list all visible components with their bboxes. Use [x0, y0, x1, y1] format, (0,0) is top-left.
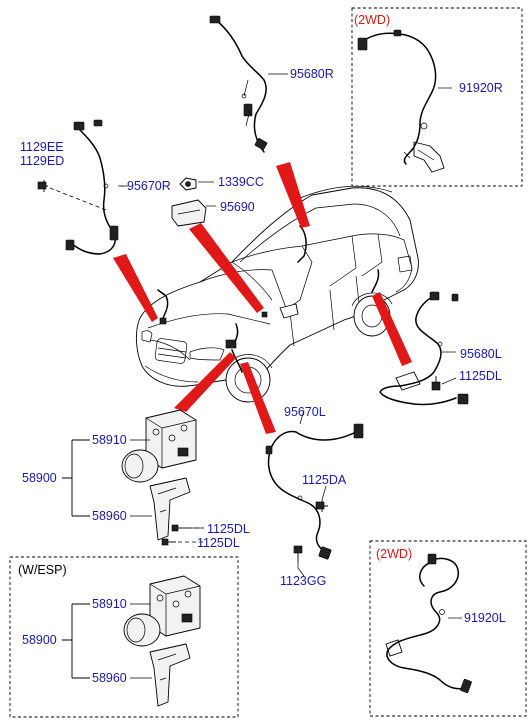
label-1339CC: 1339CC	[218, 175, 264, 189]
label-58910-upper: 58910	[92, 433, 127, 447]
variant-box-2wd-top	[351, 7, 523, 187]
label-1129EE: 1129EE	[20, 140, 64, 154]
part-labels: 95680R (2WD) 91920R 1129EE 1129ED 95670R…	[18, 13, 506, 685]
label-1129ED: 1129ED	[20, 154, 64, 168]
label-91920L: 91920L	[464, 611, 506, 625]
label-1125DL-right: 1125DL	[459, 369, 502, 383]
label-leaders	[120, 185, 327, 577]
label-95670L: 95670L	[284, 405, 326, 419]
abs-unit-58900-upper	[121, 409, 204, 546]
label-1123GG: 1123GG	[280, 574, 326, 588]
label-1125DL-b: 1125DL	[197, 536, 240, 550]
variant-box-w-esp	[9, 556, 239, 718]
rear-right-sensor-95680R	[209, 15, 288, 153]
pointer-front-right-sensor	[113, 254, 158, 322]
harness-91920R	[357, 29, 452, 173]
variant-box-2wd-bottom	[369, 540, 527, 717]
label-w-esp: (W/ESP)	[18, 563, 67, 577]
label-95670R: 95670R	[127, 179, 171, 193]
pointer-rear-right-sensor	[276, 162, 310, 228]
label-2wd-bottom: (2WD)	[376, 547, 412, 561]
label-58900-upper: 58900	[22, 471, 57, 485]
pointer-rear-left-sensor	[372, 292, 412, 366]
label-58960-upper: 58960	[92, 509, 127, 523]
label-91920R: 91920R	[459, 81, 503, 95]
label-95680L: 95680L	[460, 347, 502, 361]
label-1125DL-a: 1125DL	[207, 522, 250, 536]
bracket-95690	[171, 177, 216, 227]
label-1125DA: 1125DA	[302, 473, 347, 487]
leader-lines-58900-upper	[62, 439, 152, 517]
label-2wd-top: (2WD)	[354, 13, 390, 27]
harness-91920L	[385, 553, 472, 694]
leader-lines-58900-lower	[62, 603, 152, 679]
vehicle-wiring	[157, 225, 380, 373]
pointer-abs-unit	[174, 352, 236, 412]
front-right-sensor-95670R	[37, 119, 124, 255]
label-58900-lower: 58900	[22, 633, 57, 647]
pointer-bracket-95690	[189, 223, 264, 313]
label-95680R: 95680R	[290, 67, 334, 81]
pointer-front-left-sensor	[240, 362, 276, 434]
label-58910-lower: 58910	[92, 597, 127, 611]
rear-left-sensor-95680L	[379, 291, 469, 406]
label-58960-lower: 58960	[92, 671, 127, 685]
red-pointers	[113, 162, 412, 434]
front-left-sensor-95670L	[265, 423, 364, 568]
abs-unit-58900-lower	[123, 575, 201, 707]
label-95690: 95690	[220, 200, 255, 214]
vehicle-body	[135, 185, 419, 403]
